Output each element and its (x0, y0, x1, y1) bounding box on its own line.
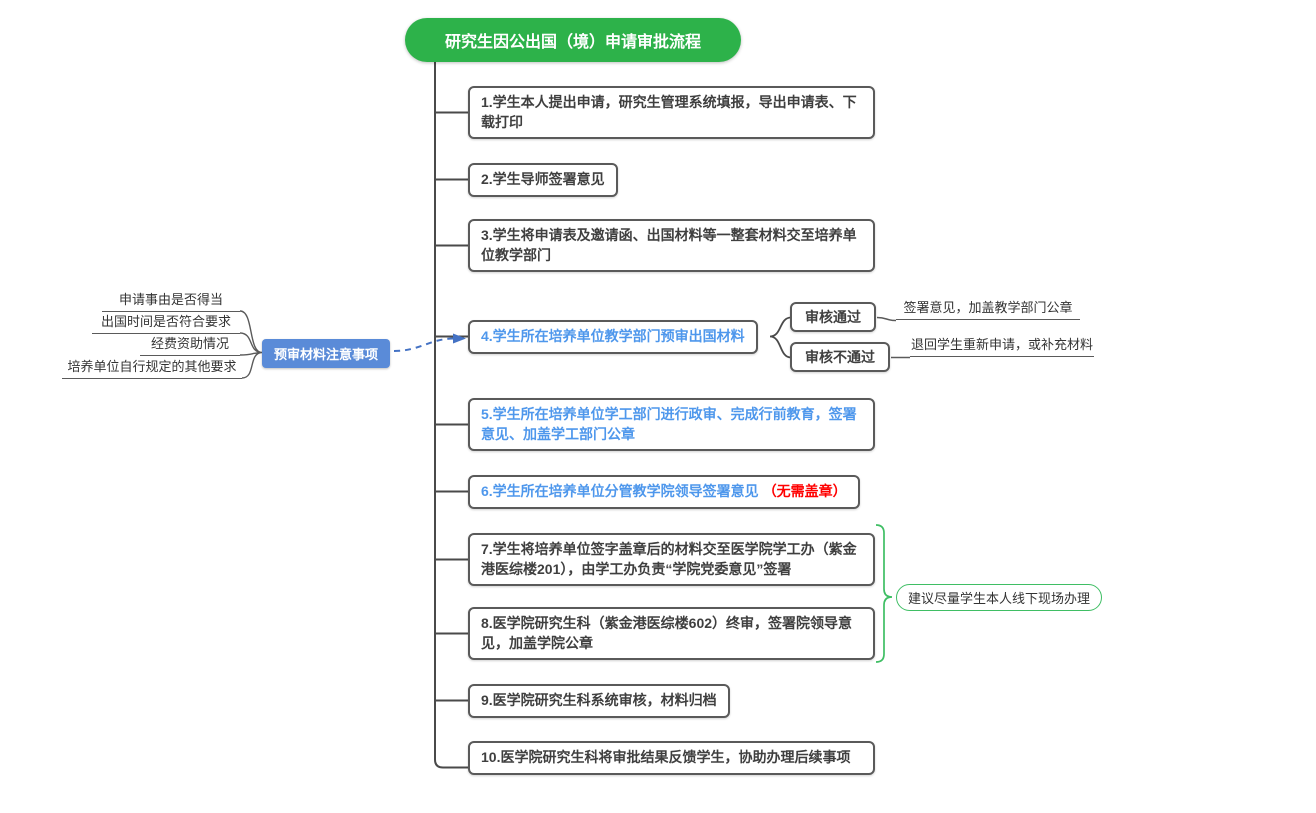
precheck-item-3-label: 经费资助情况 (150, 336, 229, 351)
precheck-item-4-label: 培养单位自行规定的其他要求 (67, 359, 237, 374)
precheck-item-1[interactable]: 申请事由是否得当 (102, 292, 240, 312)
step-5-label: 5.学生所在培养单位学工部门进行政审、完成行前教育，签署意见、加盖学工部门公章 (481, 406, 857, 442)
step-9-label: 9.医学院研究生科系统审核，材料归档 (481, 692, 717, 708)
summary-advice-pill[interactable]: 建议尽量学生本人线下现场办理 (896, 584, 1103, 611)
step-2-label: 2.学生导师签署意见 (481, 171, 605, 187)
review-pass-box[interactable]: 审核通过 (790, 302, 876, 332)
step-3-label: 3.学生将申请表及邀请函、出国材料等一整套材料交至培养单位教学部门 (481, 227, 857, 263)
precheck-item-3[interactable]: 经费资助情况 (140, 336, 240, 356)
precheck-topic[interactable]: 预审材料注意事项 (262, 339, 391, 368)
precheck-item-4[interactable]: 培养单位自行规定的其他要求 (62, 359, 242, 379)
review-pass-note-label: 签署意见，加盖教学部门公章 (903, 300, 1073, 315)
review-fail-note-label: 退回学生重新申请，或补充材料 (910, 337, 1093, 352)
step-box-4[interactable]: 4.学生所在培养单位教学部门预审出国材料 (468, 320, 758, 354)
precheck-item-2[interactable]: 出国时间是否符合要求 (92, 314, 240, 334)
step-8-label: 8.医学院研究生科（紫金港医综楼602）终审，签署院领导意见，加盖学院公章 (481, 615, 853, 651)
precheck-item-2-label: 出国时间是否符合要求 (100, 314, 231, 329)
review-fail-label: 审核不通过 (805, 349, 875, 365)
arrowhead-icon (453, 333, 466, 344)
root-topic[interactable]: 研究生因公出国（境）申请审批流程 (405, 18, 741, 62)
step-box-2[interactable]: 2.学生导师签署意见 (468, 163, 618, 197)
summary-advice-label: 建议尽量学生本人线下现场办理 (908, 591, 1091, 606)
step-box-9[interactable]: 9.医学院研究生科系统审核，材料归档 (468, 684, 730, 718)
step-box-10[interactable]: 10.医学院研究生科将审批结果反馈学生，协助办理后续事项 (468, 741, 875, 775)
step-4-label: 4.学生所在培养单位教学部门预审出国材料 (481, 328, 745, 344)
precheck-item-1-label: 申请事由是否得当 (118, 292, 223, 307)
step-box-5[interactable]: 5.学生所在培养单位学工部门进行政审、完成行前教育，签署意见、加盖学工部门公章 (468, 398, 875, 452)
step-tee-connectors (435, 111, 468, 702)
step-10-label: 10.医学院研究生科将审批结果反馈学生，协助办理后续事项 (481, 749, 851, 765)
step-box-1[interactable]: 1.学生本人提出申请，研究生管理系统填报，导出申请表、下载打印 (468, 86, 875, 140)
review-pass-note[interactable]: 签署意见，加盖教学部门公章 (896, 300, 1080, 320)
step-1-label: 1.学生本人提出申请，研究生管理系统填报，导出申请表、下载打印 (481, 94, 857, 130)
main-spine-connector (434, 62, 468, 769)
review-fail-box[interactable]: 审核不通过 (790, 342, 890, 372)
precheck-connectors (239, 310, 263, 379)
precheck-topic-label: 预审材料注意事项 (274, 347, 379, 362)
root-topic-label: 研究生因公出国（境）申请审批流程 (444, 34, 701, 51)
step-box-6[interactable]: 6.学生所在培养单位分管教学院领导签署意见（无需盖章） (468, 475, 860, 509)
review-branch-connectors (769, 316, 792, 359)
step-box-3[interactable]: 3.学生将申请表及邀请函、出国材料等一整套材料交至培养单位教学部门 (468, 219, 875, 273)
step-6-label: 6.学生所在培养单位分管教学院领导签署意见 (481, 483, 759, 499)
step-box-7[interactable]: 7.学生将培养单位签字盖章后的材料交至医学院学工办（紫金港医综楼201），由学工… (468, 533, 875, 587)
step-7-label: 7.学生将培养单位签字盖章后的材料交至医学院学工办（紫金港医综楼201），由学工… (481, 541, 857, 577)
review-pass-label: 审核通过 (805, 309, 861, 325)
step-6-no-seal-note: （无需盖章） (762, 483, 847, 499)
step-box-8[interactable]: 8.医学院研究生科（紫金港医综楼602）终审，签署院领导意见，加盖学院公章 (468, 607, 875, 661)
relationship-arrow[interactable] (393, 333, 466, 352)
review-fail-note[interactable]: 退回学生重新申请，或补充材料 (910, 337, 1094, 357)
summary-brace[interactable] (875, 524, 893, 663)
